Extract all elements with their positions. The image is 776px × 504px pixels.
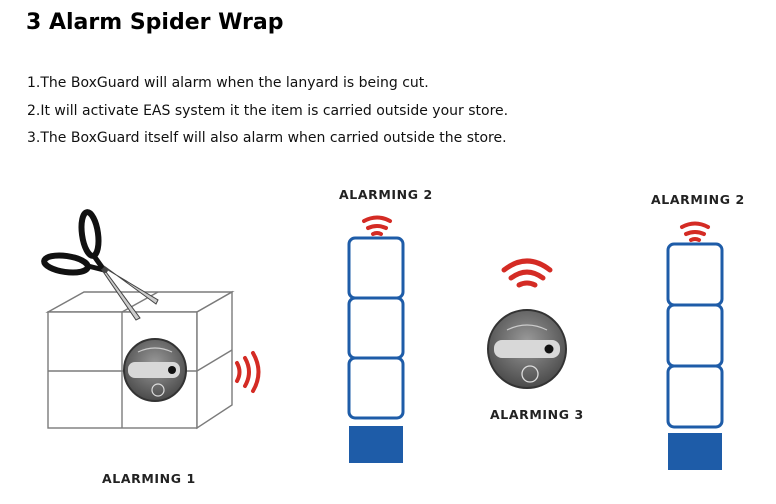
label-alarming-2-right: ALARMING 2 (651, 192, 745, 207)
alarm-waves-icon (501, 258, 553, 288)
eas-gate-icon (666, 221, 724, 470)
label-alarming-1: ALARMING 1 (102, 471, 196, 486)
feature-item-1: 1.The BoxGuard will alarm when the lanya… (27, 75, 429, 91)
scissors-icon (41, 209, 159, 321)
label-alarming-3: ALARMING 3 (490, 407, 584, 422)
page-title: 3 Alarm Spider Wrap (26, 10, 284, 35)
eas-gate-icon (347, 215, 405, 463)
feature-list: 1.The BoxGuard will alarm when the lanya… (27, 70, 508, 153)
feature-item-3: 3.The BoxGuard itself will also alarm wh… (27, 130, 507, 146)
alarm-waves-icon (362, 215, 392, 236)
alarm-waves-icon (680, 221, 710, 242)
label-alarming-2-left: ALARMING 2 (339, 187, 433, 202)
boxguard-device-icon (487, 309, 567, 389)
alarm-waves-icon (235, 351, 261, 393)
boxguard-device-icon (123, 338, 187, 402)
feature-item-2: 2.It will activate EAS system it the ite… (27, 102, 509, 119)
